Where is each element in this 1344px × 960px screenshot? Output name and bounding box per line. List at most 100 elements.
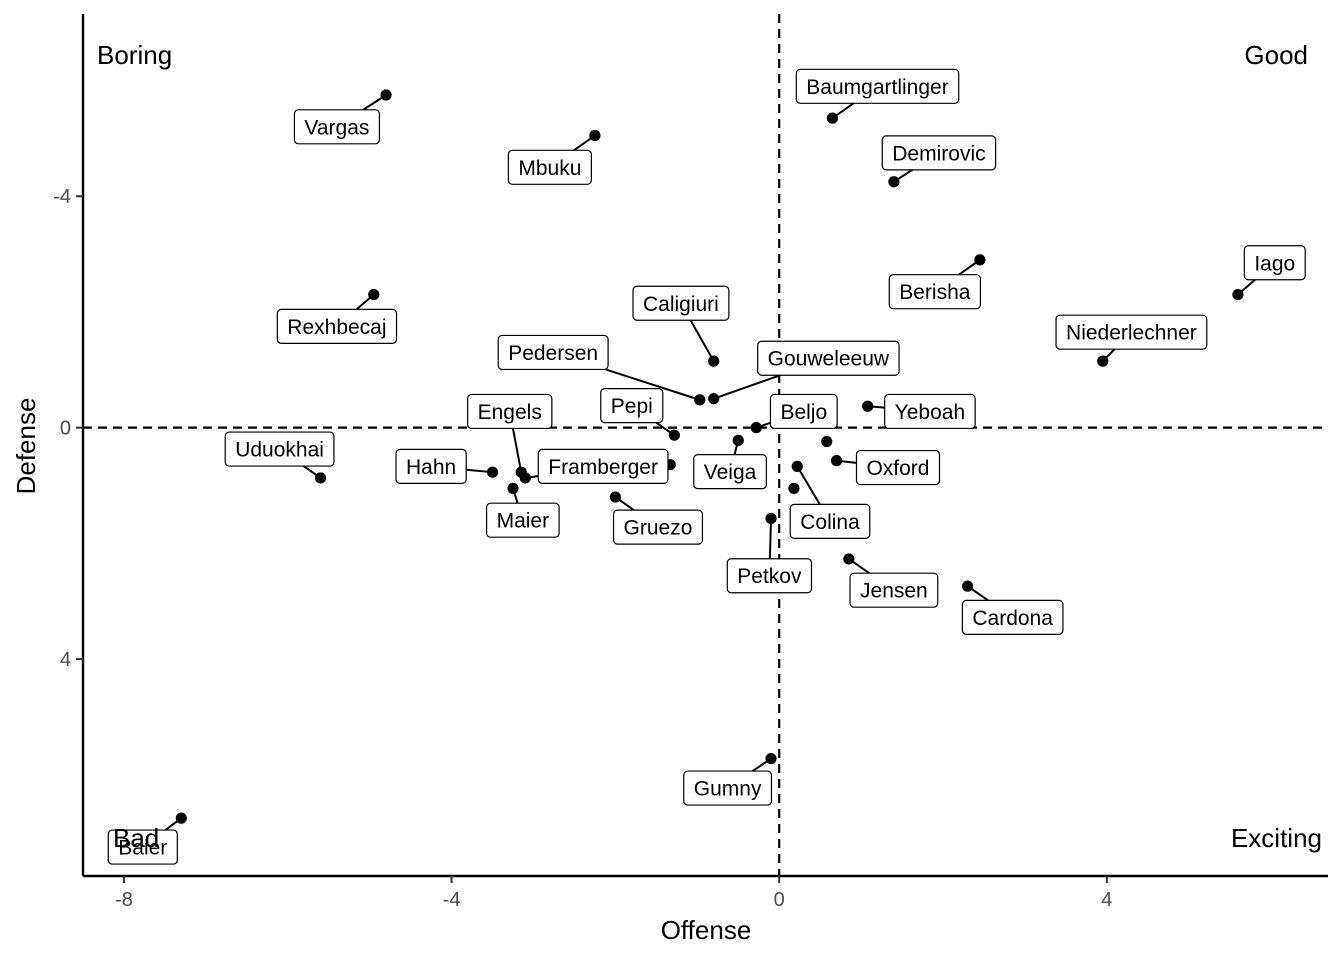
data-point (732, 434, 744, 446)
point-label: Maier (485, 502, 560, 538)
data-point (788, 482, 800, 494)
data-point (791, 460, 803, 473)
data-point (519, 472, 531, 484)
point-label-text: Demirovic (892, 142, 985, 165)
data-point (826, 112, 839, 124)
point-label-text: Engels (478, 401, 542, 424)
label-segment (689, 319, 715, 362)
point-label-box (789, 503, 871, 539)
data-point (589, 129, 601, 142)
point-label-text: Beljo (780, 401, 827, 424)
point-label-text: Petkov (737, 565, 802, 588)
point-label-text: Cardona (972, 607, 1053, 630)
point-label: Baier (107, 829, 178, 865)
point-label: Beljo (769, 393, 838, 430)
data-point (486, 466, 499, 478)
point-label-box (507, 149, 592, 185)
point-label-box (1243, 245, 1306, 281)
data-point (821, 435, 833, 448)
point-label: Pedersen (497, 334, 609, 371)
data-point (888, 176, 900, 188)
point-label: Demirovic (881, 135, 997, 171)
data-point (843, 553, 855, 565)
label-segment (511, 428, 523, 473)
point-label-text: Caligiuri (643, 293, 719, 316)
point-label: Niederlechner (1055, 314, 1208, 350)
point-label: Yeboah (884, 393, 976, 430)
y-axis-title: Defense (11, 398, 41, 495)
point-label-box (497, 334, 609, 371)
point-label-text: Hahn (406, 456, 456, 479)
point-label-text: Mbuku (518, 157, 581, 180)
point-label-box (107, 829, 178, 865)
point-label-text: Vargas (304, 116, 369, 139)
x-tick-label: -8 (115, 889, 133, 911)
data-point (694, 394, 706, 406)
point-label-box (632, 285, 730, 321)
point-label-box (849, 572, 939, 608)
data-point (1232, 288, 1244, 301)
point-label: Jensen (849, 572, 939, 608)
reference-lines (83, 14, 1328, 876)
y-tick-label: -4 (53, 186, 71, 208)
point-label-box (888, 274, 982, 310)
point-label: Engels (467, 393, 553, 430)
point-label: Gumny (683, 770, 773, 806)
point-label: Berisha (888, 274, 982, 310)
label-segment (768, 518, 773, 559)
data-point (175, 812, 187, 824)
data-point (609, 491, 622, 503)
data-point (974, 254, 986, 266)
point-label: Vargas (293, 109, 381, 145)
point-label: Pepi (600, 388, 664, 424)
point-label-box (293, 109, 381, 145)
x-axis-title: Offense (661, 915, 752, 945)
point-label: Framberger (537, 448, 669, 485)
x-tick-label: 4 (1101, 889, 1112, 911)
data-point (962, 580, 974, 592)
point-label-text: Pedersen (508, 342, 598, 365)
point-label-box (693, 454, 767, 490)
point-label-text: Framberger (548, 456, 658, 479)
point-label: Iago (1243, 245, 1306, 281)
point-label: Gruezo (612, 509, 704, 545)
quadrant-label-exciting: Exciting (1231, 823, 1322, 853)
point-label-text: Uduokhai (235, 439, 324, 462)
point-label: Veiga (693, 454, 767, 490)
x-tick-label: 0 (774, 889, 785, 911)
point-label-box (881, 135, 997, 171)
point-label-box (537, 448, 669, 485)
point-label-box (769, 393, 838, 430)
point-label: Colina (789, 503, 871, 539)
data-point (830, 455, 843, 467)
quadrant-label-good: Good (1244, 40, 1308, 70)
data-point (668, 429, 680, 441)
point-label: Oxford (855, 449, 941, 486)
data-point (1097, 355, 1109, 367)
point-label-text: Yeboah (895, 401, 965, 424)
point-label-text: Niederlechner (1066, 322, 1197, 345)
point-label: Rexhbecaj (276, 308, 398, 345)
label-segment (713, 374, 781, 400)
label-segment (605, 368, 701, 401)
point-label-text: Baumgartlinger (806, 76, 948, 99)
point-label-box (855, 449, 941, 486)
data-point (507, 482, 519, 494)
y-tick-label: 0 (60, 418, 71, 440)
data-point (765, 512, 777, 525)
point-label-box (467, 393, 553, 430)
quadrant-label-bad: Bad (113, 823, 159, 853)
point-label-box (1055, 314, 1208, 350)
point-label-box (485, 502, 560, 538)
point-label: Hahn (395, 448, 467, 485)
point-label-box (683, 770, 773, 806)
data-points (175, 89, 1244, 824)
x-tick-label: -4 (443, 889, 461, 911)
point-label-text: Gumny (694, 778, 762, 801)
data-point (708, 393, 720, 405)
point-label-box (395, 448, 467, 485)
data-point (368, 288, 380, 301)
point-label-text: Iago (1254, 252, 1295, 275)
